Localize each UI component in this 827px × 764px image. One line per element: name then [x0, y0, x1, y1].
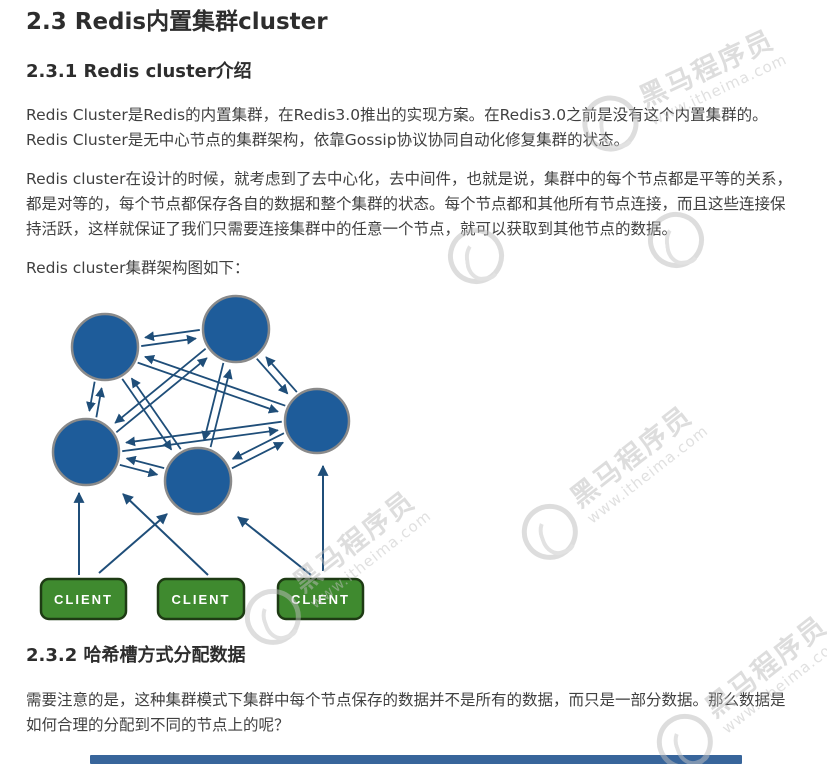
next-table-top-edge — [90, 755, 742, 764]
connection-arrow — [98, 513, 168, 575]
connection-arrow — [141, 335, 197, 348]
section-heading-intro: 2.3.1 Redis cluster介绍 — [26, 60, 252, 82]
section-heading-hash-slots: 2.3.2 哈希槽方式分配数据 — [26, 645, 246, 667]
connection-arrow — [125, 421, 282, 447]
connection-arrow — [137, 362, 279, 414]
connection-arrow — [114, 348, 207, 424]
client-box: CLIENT — [156, 578, 246, 621]
paragraph-data-distribution: 需要注意的是，这种集群模式下集群中每个节点保存的数据并不是所有的数据，而只是一部… — [26, 690, 786, 734]
connection-arrow — [231, 432, 285, 461]
connection-arrow — [125, 456, 165, 470]
cluster-architecture-figure: CLIENT CLIENT CLIENT — [26, 287, 421, 633]
paragraph-cluster-overview: Redis Cluster是Redis的内置集群，在Redis3.0推出的实现方… — [26, 106, 768, 150]
paragraph-decentralized-design: Redis cluster在设计的时候，就考虑到了去中心化，去中间件，也就是说，… — [26, 170, 792, 239]
connection-arrow — [265, 356, 298, 393]
connection-arrow — [231, 442, 284, 470]
client-box: CLIENT — [276, 578, 365, 621]
client-box-label: CLIENT — [54, 592, 113, 607]
cluster-diagram-svg: CLIENT CLIENT CLIENT — [39, 295, 365, 621]
client-box-label: CLIENT — [172, 592, 231, 607]
connection-arrow — [86, 381, 96, 413]
connection-arrow — [122, 493, 209, 576]
connection-arrow — [130, 377, 182, 450]
client-box-label: CLIENT — [291, 592, 350, 607]
connection-arrow — [119, 464, 159, 478]
connection-arrow — [122, 426, 279, 453]
connection-arrow — [256, 358, 289, 395]
connection-arrow — [95, 387, 105, 418]
cluster-node — [70, 313, 140, 382]
connection-arrow — [201, 362, 225, 442]
figure-caption: Redis cluster集群架构图如下： — [26, 259, 250, 278]
cluster-node — [201, 295, 271, 364]
document-content: 2.3 Redis内置集群cluster 2.3.1 Redis cluster… — [26, 9, 792, 734]
connection-arrow — [144, 329, 200, 342]
connection-arrow — [115, 357, 208, 434]
page-title: 2.3 Redis内置集群cluster — [26, 9, 328, 35]
cluster-node — [51, 418, 121, 487]
connection-arrow — [144, 355, 286, 407]
cluster-node — [163, 447, 233, 516]
cluster-node — [283, 388, 351, 455]
connection-arrow — [209, 369, 233, 448]
client-box: CLIENT — [39, 578, 128, 621]
connection-arrow — [237, 516, 312, 577]
